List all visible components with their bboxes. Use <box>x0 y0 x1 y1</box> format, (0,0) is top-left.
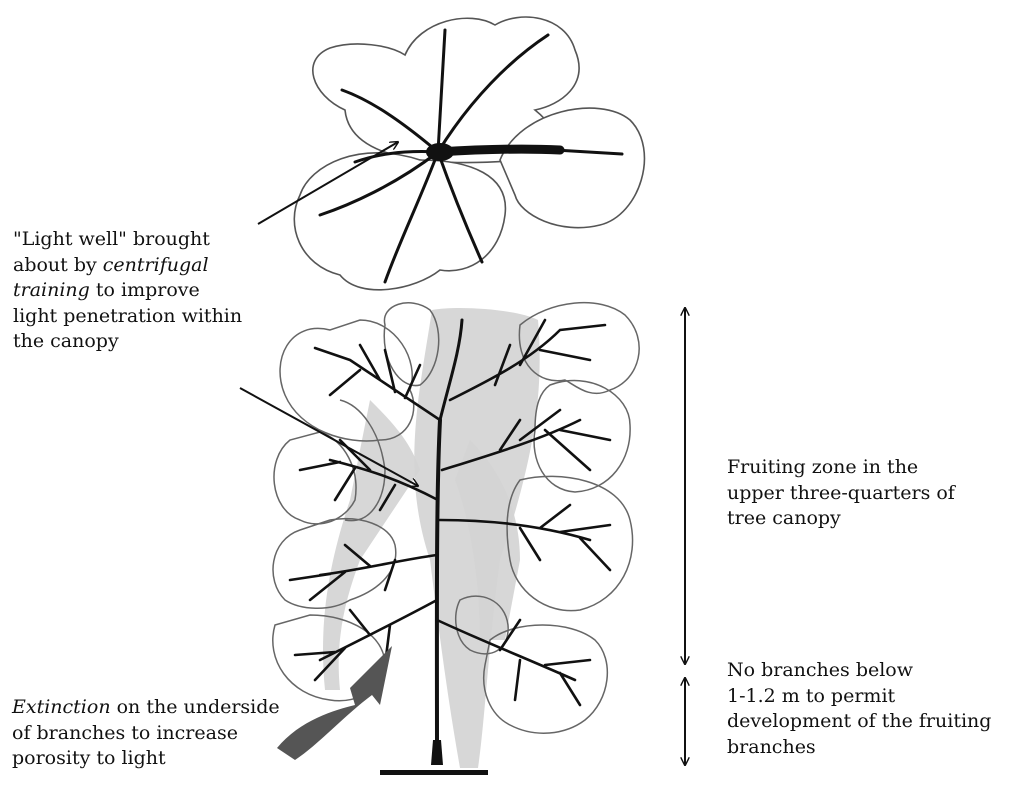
top-view-crown <box>294 17 644 290</box>
leaf-lobe <box>484 625 608 733</box>
extinction-line: of branches to increase <box>12 721 280 747</box>
light-well-line: "Light well" brought <box>13 227 242 253</box>
light-well-line: light penetration within <box>13 304 242 330</box>
branch-bottom-left <box>295 600 437 680</box>
ground-line <box>380 770 488 775</box>
leaf-lobe <box>507 476 633 610</box>
trunk-base <box>431 740 443 765</box>
top-branch-thick <box>438 149 560 152</box>
light-well-line: the canopy <box>13 329 242 355</box>
light-well-label: "Light well" brought about by centrifuga… <box>13 227 242 355</box>
no-branches-label: No branches below 1-1.2 m to permit deve… <box>727 658 991 760</box>
fruiting-zone-line: tree canopy <box>727 506 955 532</box>
fruiting-zone-line: Fruiting zone in the <box>727 455 955 481</box>
top-leaf-south <box>294 153 505 290</box>
extinction-label: Extinction on the underside of branches … <box>12 695 280 772</box>
no-branches-line: 1-1.2 m to permit <box>727 684 991 710</box>
leaf-lobe <box>534 381 630 492</box>
light-well-line: training to improve <box>13 278 242 304</box>
no-branches-line: branches <box>727 735 991 761</box>
no-branches-line: development of the fruiting <box>727 709 991 735</box>
light-well-line: about by centrifugal <box>13 253 242 279</box>
top-center-knot <box>426 143 454 161</box>
fruiting-zone-label: Fruiting zone in the upper three-quarter… <box>727 455 955 532</box>
extinction-line: Extinction on the underside <box>12 695 280 721</box>
fruiting-zone-line: upper three-quarters of <box>727 481 955 507</box>
no-branches-line: No branches below <box>727 658 991 684</box>
extinction-line: porosity to light <box>12 746 280 772</box>
